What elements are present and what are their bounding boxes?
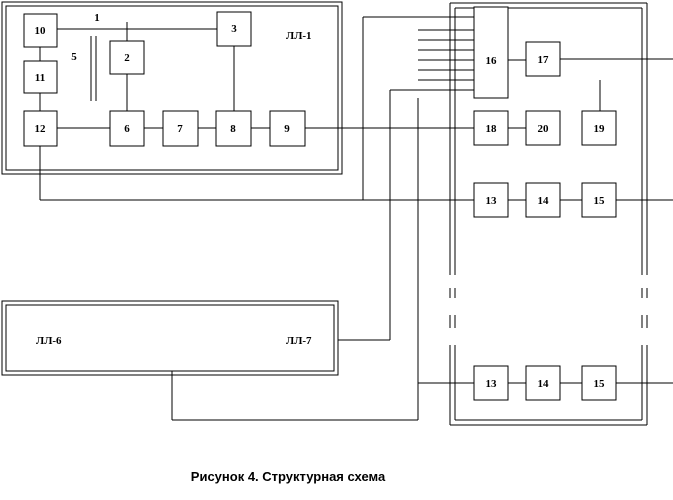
svg-text:13: 13 [486, 378, 498, 390]
svg-text:14: 14 [538, 378, 550, 390]
block-16: 16 [473, 6, 509, 99]
block-13-lower: 13 [473, 365, 509, 401]
svg-text:2: 2 [124, 52, 130, 64]
svg-text:17: 17 [538, 54, 550, 66]
svg-text:16: 16 [486, 55, 498, 67]
block-20: 20 [525, 110, 561, 146]
connection-lines [39, 16, 673, 421]
svg-text:18: 18 [486, 123, 498, 135]
svg-text:7: 7 [177, 123, 183, 135]
block-6: 6 [109, 110, 145, 147]
svg-text:10: 10 [35, 25, 47, 37]
svg-text:8: 8 [230, 123, 236, 135]
unit-ll7-label: ЛЛ-7 [286, 335, 312, 347]
block-14-upper: 14 [525, 182, 561, 218]
block-3: 3 [216, 11, 252, 47]
unit-ll6-ll7-frame [1, 300, 339, 376]
unit-ll6-label: ЛЛ-6 [36, 335, 62, 347]
svg-text:11: 11 [35, 72, 45, 84]
figure-caption: Рисунок 4. Структурная схема [191, 469, 386, 484]
svg-text:15: 15 [594, 378, 606, 390]
block-14-lower: 14 [525, 365, 561, 401]
block-2: 2 [109, 40, 145, 75]
svg-text:9: 9 [284, 123, 290, 135]
svg-text:19: 19 [594, 123, 606, 135]
block-10: 10 [23, 13, 58, 48]
block-17: 17 [525, 41, 561, 77]
block-7: 7 [162, 110, 199, 147]
block-18: 18 [473, 110, 509, 146]
cabinet-frame [449, 2, 648, 426]
unit-ll1-frame [1, 1, 343, 175]
svg-text:6: 6 [124, 123, 130, 135]
block-12: 12 [23, 110, 58, 147]
block-13-upper: 13 [473, 182, 509, 218]
label-1: 1 [94, 12, 100, 24]
svg-text:12: 12 [35, 123, 47, 135]
svg-text:20: 20 [538, 123, 550, 135]
block-9: 9 [269, 110, 306, 147]
block-19: 19 [581, 110, 617, 146]
block-8: 8 [215, 110, 252, 147]
svg-text:15: 15 [594, 195, 606, 207]
block-15-lower: 15 [581, 365, 617, 401]
block-15-upper: 15 [581, 182, 617, 218]
svg-text:13: 13 [486, 195, 498, 207]
label-5: 5 [71, 51, 77, 63]
svg-text:14: 14 [538, 195, 550, 207]
block-11: 11 [23, 60, 58, 94]
svg-text:3: 3 [231, 23, 237, 35]
unit-ll1-label: ЛЛ-1 [286, 30, 312, 42]
